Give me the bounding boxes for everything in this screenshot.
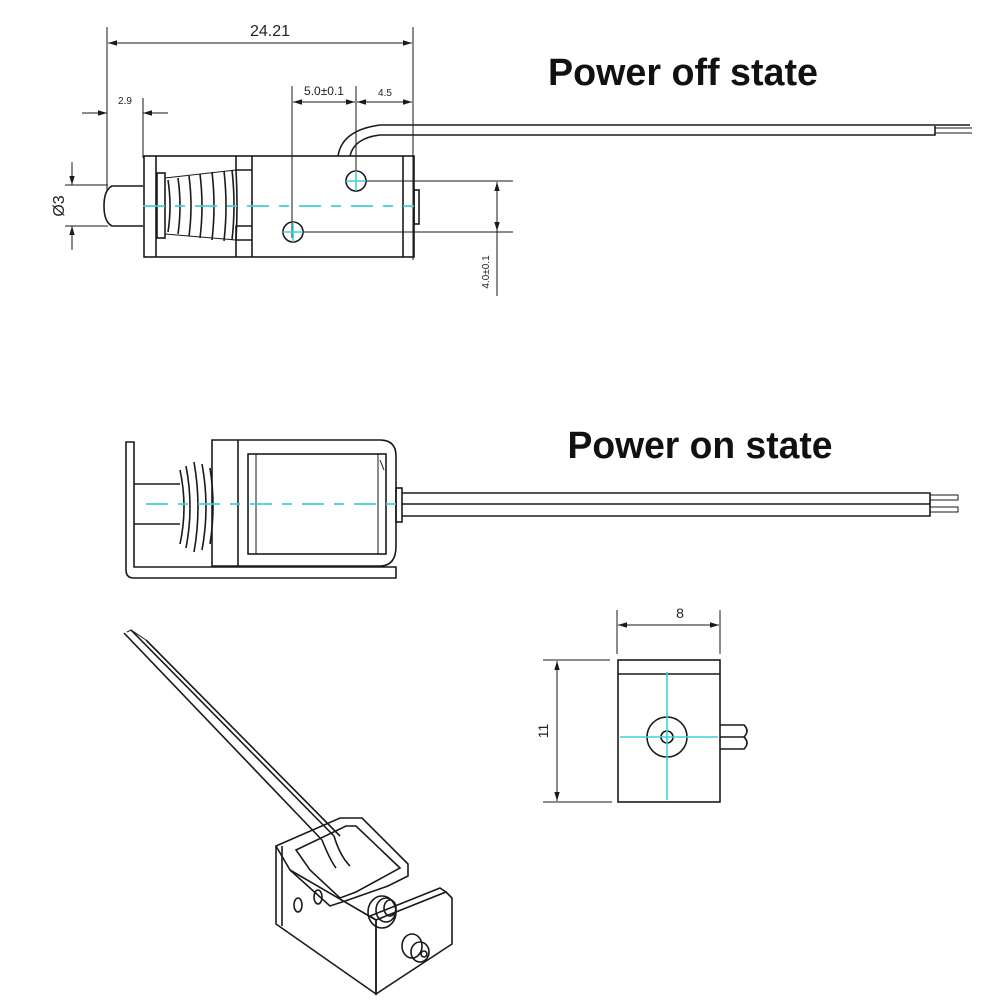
power-on-side-view — [125, 439, 959, 579]
dim-plunger-extension: 2.9 — [82, 96, 168, 158]
frame — [211, 439, 397, 567]
end-view-body — [617, 659, 721, 803]
dim-plunger-diameter: Ø3 — [51, 162, 108, 250]
spring — [179, 461, 214, 553]
dim-label-plunger-diameter: Ø3 — [51, 195, 68, 216]
l-bracket — [125, 441, 397, 579]
dim-label-hole-spacing-v: 4.0±0.1 — [481, 255, 492, 289]
heading-power-on: Power on state — [568, 425, 833, 467]
end-view: 8 11 — [535, 605, 748, 803]
lead-stubs — [720, 724, 748, 750]
front-bracket — [375, 891, 453, 996]
lead-wires — [402, 492, 959, 517]
dim-label-hole-to-end: 4.5 — [378, 88, 392, 99]
dim-label-hole-spacing-h: 5.0±0.1 — [304, 84, 344, 98]
dim-overall-length: 24.21 — [106, 23, 414, 260]
plunger-tip — [103, 185, 143, 227]
dim-hole-spacing: 5.0±0.1 4.5 — [291, 84, 412, 238]
side-wall — [275, 846, 377, 996]
dim-hole-spacing-vertical: 4.0±0.1 — [303, 180, 513, 296]
lead-wire-2 — [349, 126, 936, 157]
lead-wires — [123, 629, 341, 841]
dim-label-overall-length: 24.21 — [250, 23, 290, 40]
dim-label-plunger-extension: 2.9 — [118, 96, 132, 107]
heading-power-off: Power off state — [548, 52, 818, 94]
dim-label-height: 11 — [535, 724, 551, 739]
dim-label-width: 8 — [676, 605, 684, 621]
isometric-view — [123, 629, 453, 996]
lead-wire-1 — [337, 124, 970, 157]
power-off-side-view: 24.21 2.9 5.0±0.1 4.5 Ø3 — [51, 23, 972, 296]
